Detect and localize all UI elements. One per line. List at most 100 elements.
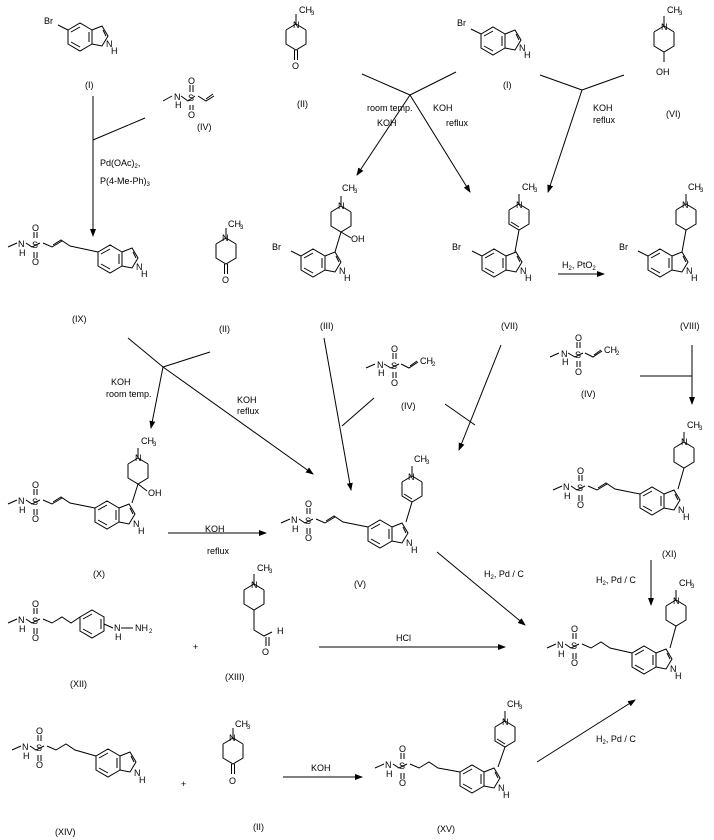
label-VIII: (VIII) [680, 321, 700, 331]
ch3-group: CH [141, 436, 154, 446]
condition-koh-7: KOH [311, 763, 331, 773]
label-IX: (IX) [72, 314, 87, 324]
o-atom: O [36, 726, 43, 736]
o-atom: O [188, 76, 195, 86]
o-atom: O [577, 466, 584, 476]
o-atom: O [577, 500, 584, 510]
label-XIV: (XIV) [55, 827, 76, 837]
condition-h2-pto2: H2, PtO2 [562, 260, 596, 272]
h-atom: H [19, 248, 26, 258]
subscript: 3 [519, 705, 523, 711]
condition-koh-2: KOH [433, 103, 453, 113]
o-atom: O [575, 367, 582, 377]
label-I-top-left: (I) [85, 80, 94, 90]
ch3-group: CH [687, 420, 700, 430]
s-atom: S [32, 497, 38, 507]
n-atom: N [681, 437, 688, 447]
n-atom: N [136, 262, 143, 272]
h-atom: H [411, 545, 418, 555]
compound-I-structure-2 [470, 26, 522, 56]
subscript: 2 [432, 362, 436, 368]
h-atom: H [683, 512, 690, 522]
ch3-group: CH [507, 699, 520, 709]
h-atom: H [23, 751, 30, 761]
compound-I-structure [57, 22, 109, 52]
n-atom: N [18, 239, 25, 249]
subscript: 3 [426, 460, 430, 466]
n-atom: N [134, 768, 141, 778]
h-atom: H [115, 632, 122, 642]
n-atom: N [338, 201, 345, 211]
label-II-top: (II) [297, 99, 308, 109]
n-atom: N [174, 92, 181, 102]
o-atom: O [32, 633, 39, 643]
s-atom: S [391, 361, 397, 371]
label-VII: (VII) [501, 321, 518, 331]
label-XIII: (XIII) [225, 672, 245, 682]
compound-XIV-structure [11, 735, 97, 761]
ch2-group: CH [420, 356, 433, 366]
plus-sign: + [193, 642, 198, 652]
n-atom: N [291, 515, 298, 525]
fork-VI-left [539, 74, 583, 91]
compound-XII-structure [7, 608, 114, 639]
h-atom: H [378, 368, 385, 378]
br-atom: Br [457, 18, 466, 28]
subscript: 3 [247, 725, 251, 731]
subscript: 3 [534, 188, 538, 194]
o-atom: O [32, 480, 39, 490]
condition-h2-pdc: H2, Pd / C [484, 569, 524, 581]
oh-group: OH [656, 67, 670, 77]
h-atom: H [292, 524, 299, 534]
s-atom: S [305, 516, 311, 526]
compound-VI-structure [653, 15, 675, 62]
compound-IV-structure [162, 85, 215, 110]
condition-hcl: HCl [396, 633, 411, 643]
label-XII: (XII) [70, 679, 87, 689]
condition-koh-4: KOH [111, 377, 131, 387]
n-atom: N [561, 349, 568, 359]
fork-VI-right [581, 74, 625, 91]
n-atom: N [385, 760, 392, 770]
h-atom: H [141, 269, 148, 279]
plus-sign-2: + [181, 779, 186, 789]
o-atom: O [391, 344, 398, 354]
ch3-group: CH [342, 183, 355, 193]
condition-koh-6: KOH [205, 524, 225, 534]
subscript: 2 [149, 629, 153, 635]
n-atom: N [22, 742, 29, 752]
n-atom: N [520, 266, 527, 276]
subscript: 3 [240, 225, 244, 231]
h-atom: H [138, 526, 145, 536]
o-atom: O [571, 658, 578, 668]
ch3-group: CH [299, 5, 312, 15]
compound-IV-structure-3 [549, 342, 603, 367]
o-atom: O [222, 275, 229, 285]
n-atom: N [408, 472, 415, 482]
s-atom: S [577, 483, 583, 493]
branch-IV-to-III [341, 397, 375, 427]
oh-group: OH [148, 488, 162, 498]
o-atom: O [188, 110, 195, 120]
ch3-group: CH [679, 578, 692, 588]
subscript: 3 [269, 569, 273, 575]
label-II-bottom: (II) [253, 822, 264, 832]
n-atom: N [516, 200, 523, 210]
o-atom: O [229, 776, 236, 786]
h-atom: H [525, 273, 532, 283]
n-atom: N [661, 22, 668, 32]
subscript: 2 [616, 351, 620, 357]
compound-XIII-structure [243, 573, 273, 646]
o-atom: O [32, 599, 39, 609]
fork-left [361, 73, 411, 96]
ch2-group: CH [604, 345, 617, 355]
condition-h2-pdc-3: H2, Pd / C [596, 734, 636, 746]
arrow-VII-to-V [458, 344, 502, 451]
o-atom: O [262, 647, 269, 657]
arrow-III-to-V [323, 337, 353, 491]
subscript: 3 [354, 189, 358, 195]
s-atom: S [188, 93, 194, 103]
n-atom: N [563, 482, 570, 492]
product-structure [546, 633, 633, 659]
condition-reflux-3: reflux [237, 406, 260, 416]
